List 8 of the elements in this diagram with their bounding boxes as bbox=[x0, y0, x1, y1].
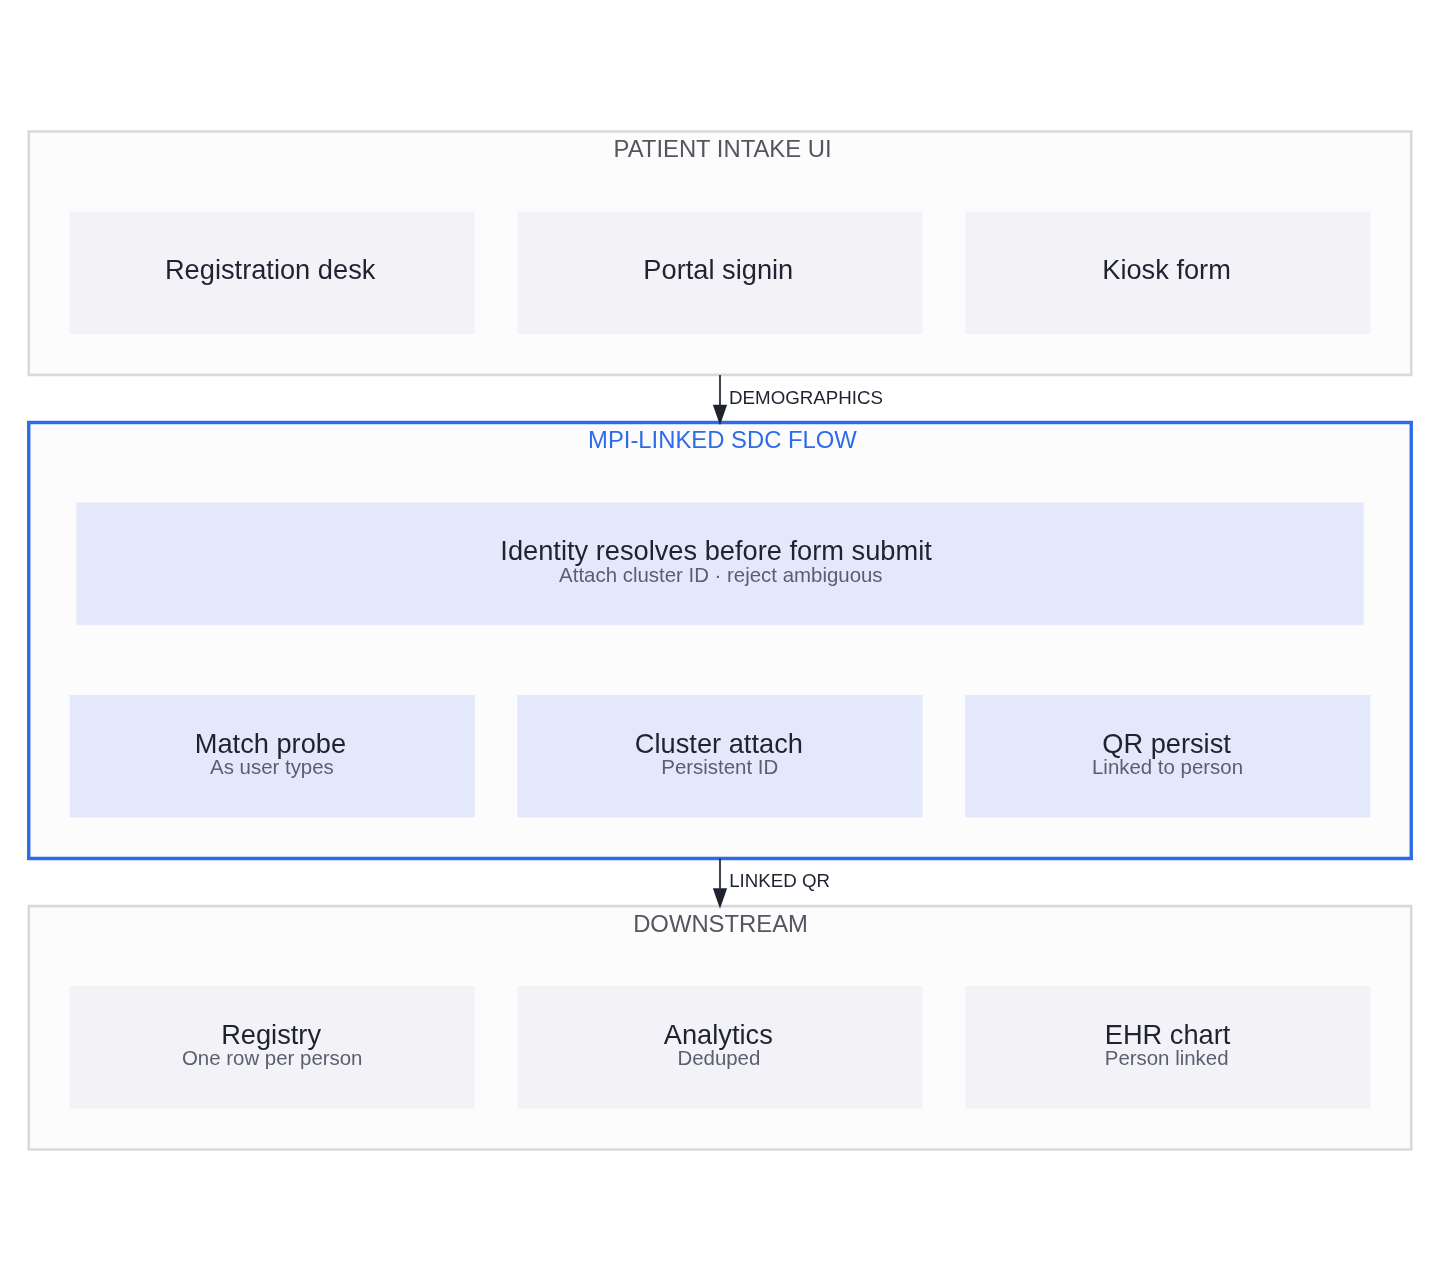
node-box: Identity resolves before form submit Attach cluster ID · reject ambiguous bbox=[76, 502, 1364, 625]
node-box: Match probe As user types bbox=[69, 694, 475, 818]
arrow bbox=[712, 857, 728, 909]
node-box: Cluster attach Persistent ID bbox=[517, 694, 923, 818]
node-box: QR persist Linked to person bbox=[965, 694, 1371, 818]
edge-label: LINKED QR bbox=[729, 869, 831, 891]
arrow bbox=[712, 373, 728, 425]
edge-label: DEMOGRAPHICS bbox=[729, 386, 883, 407]
